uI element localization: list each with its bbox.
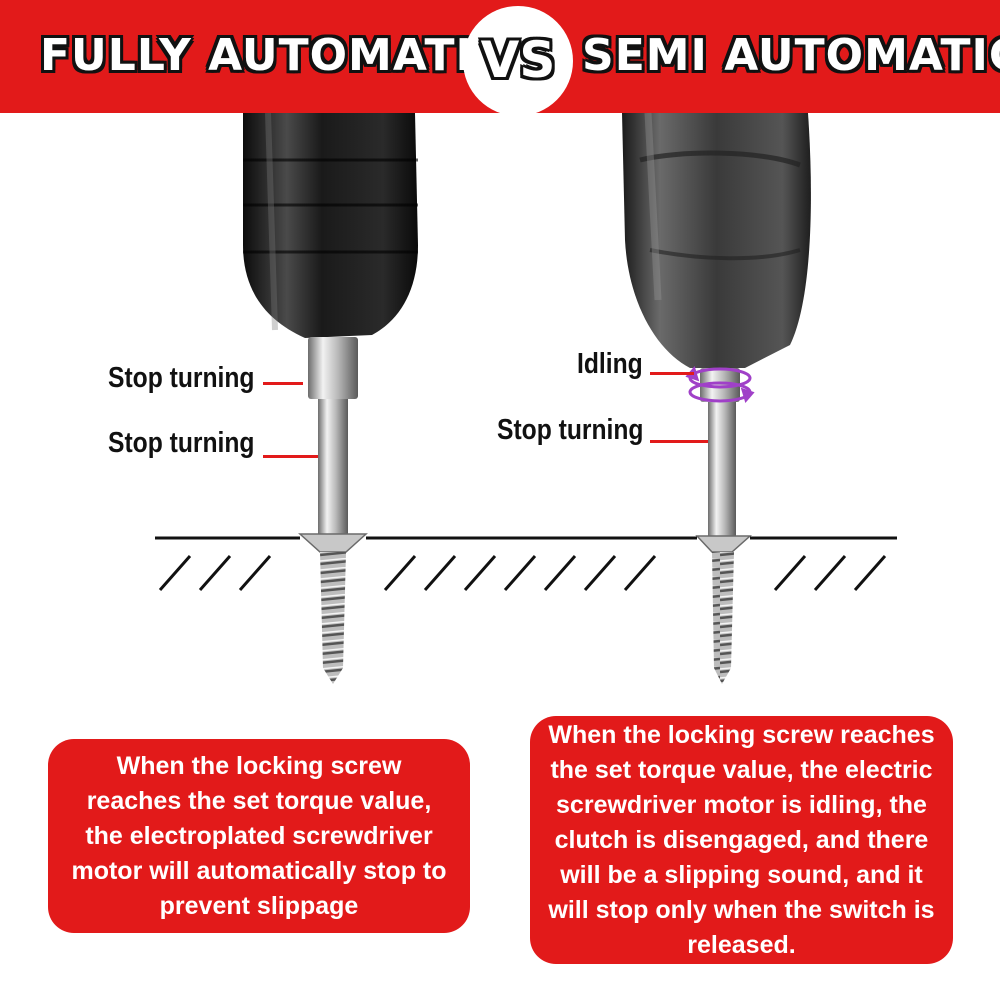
left-leader-line-1 [263,382,303,385]
work-surface [155,536,897,591]
left-leader-line-2 [263,455,318,458]
fully-automatic-description-box: When the locking screw reaches the set t… [48,739,470,933]
vs-text: VS [480,31,556,89]
right-leader-line-2 [650,440,708,443]
fully-automatic-screwdriver [243,112,418,684]
semi-automatic-screwdriver [622,112,811,684]
left-label-bit-holder: Stop turning [108,362,255,394]
fully-automatic-title: FULLY AUTOMATIC [40,30,507,81]
left-label-shaft: Stop turning [108,427,255,459]
right-leader-line-1 [650,372,694,375]
vs-badge: VS [463,6,573,116]
fully-automatic-description: When the locking screw reaches the set t… [71,751,447,920]
semi-automatic-title: SEMI AUTOMATIC [582,30,1000,81]
right-label-idling: Idling [577,348,643,380]
semi-automatic-description-box: When the locking screw reaches the set t… [530,716,953,964]
semi-automatic-description: When the locking screw reaches the set t… [548,720,935,959]
right-label-shaft: Stop turning [497,414,644,446]
